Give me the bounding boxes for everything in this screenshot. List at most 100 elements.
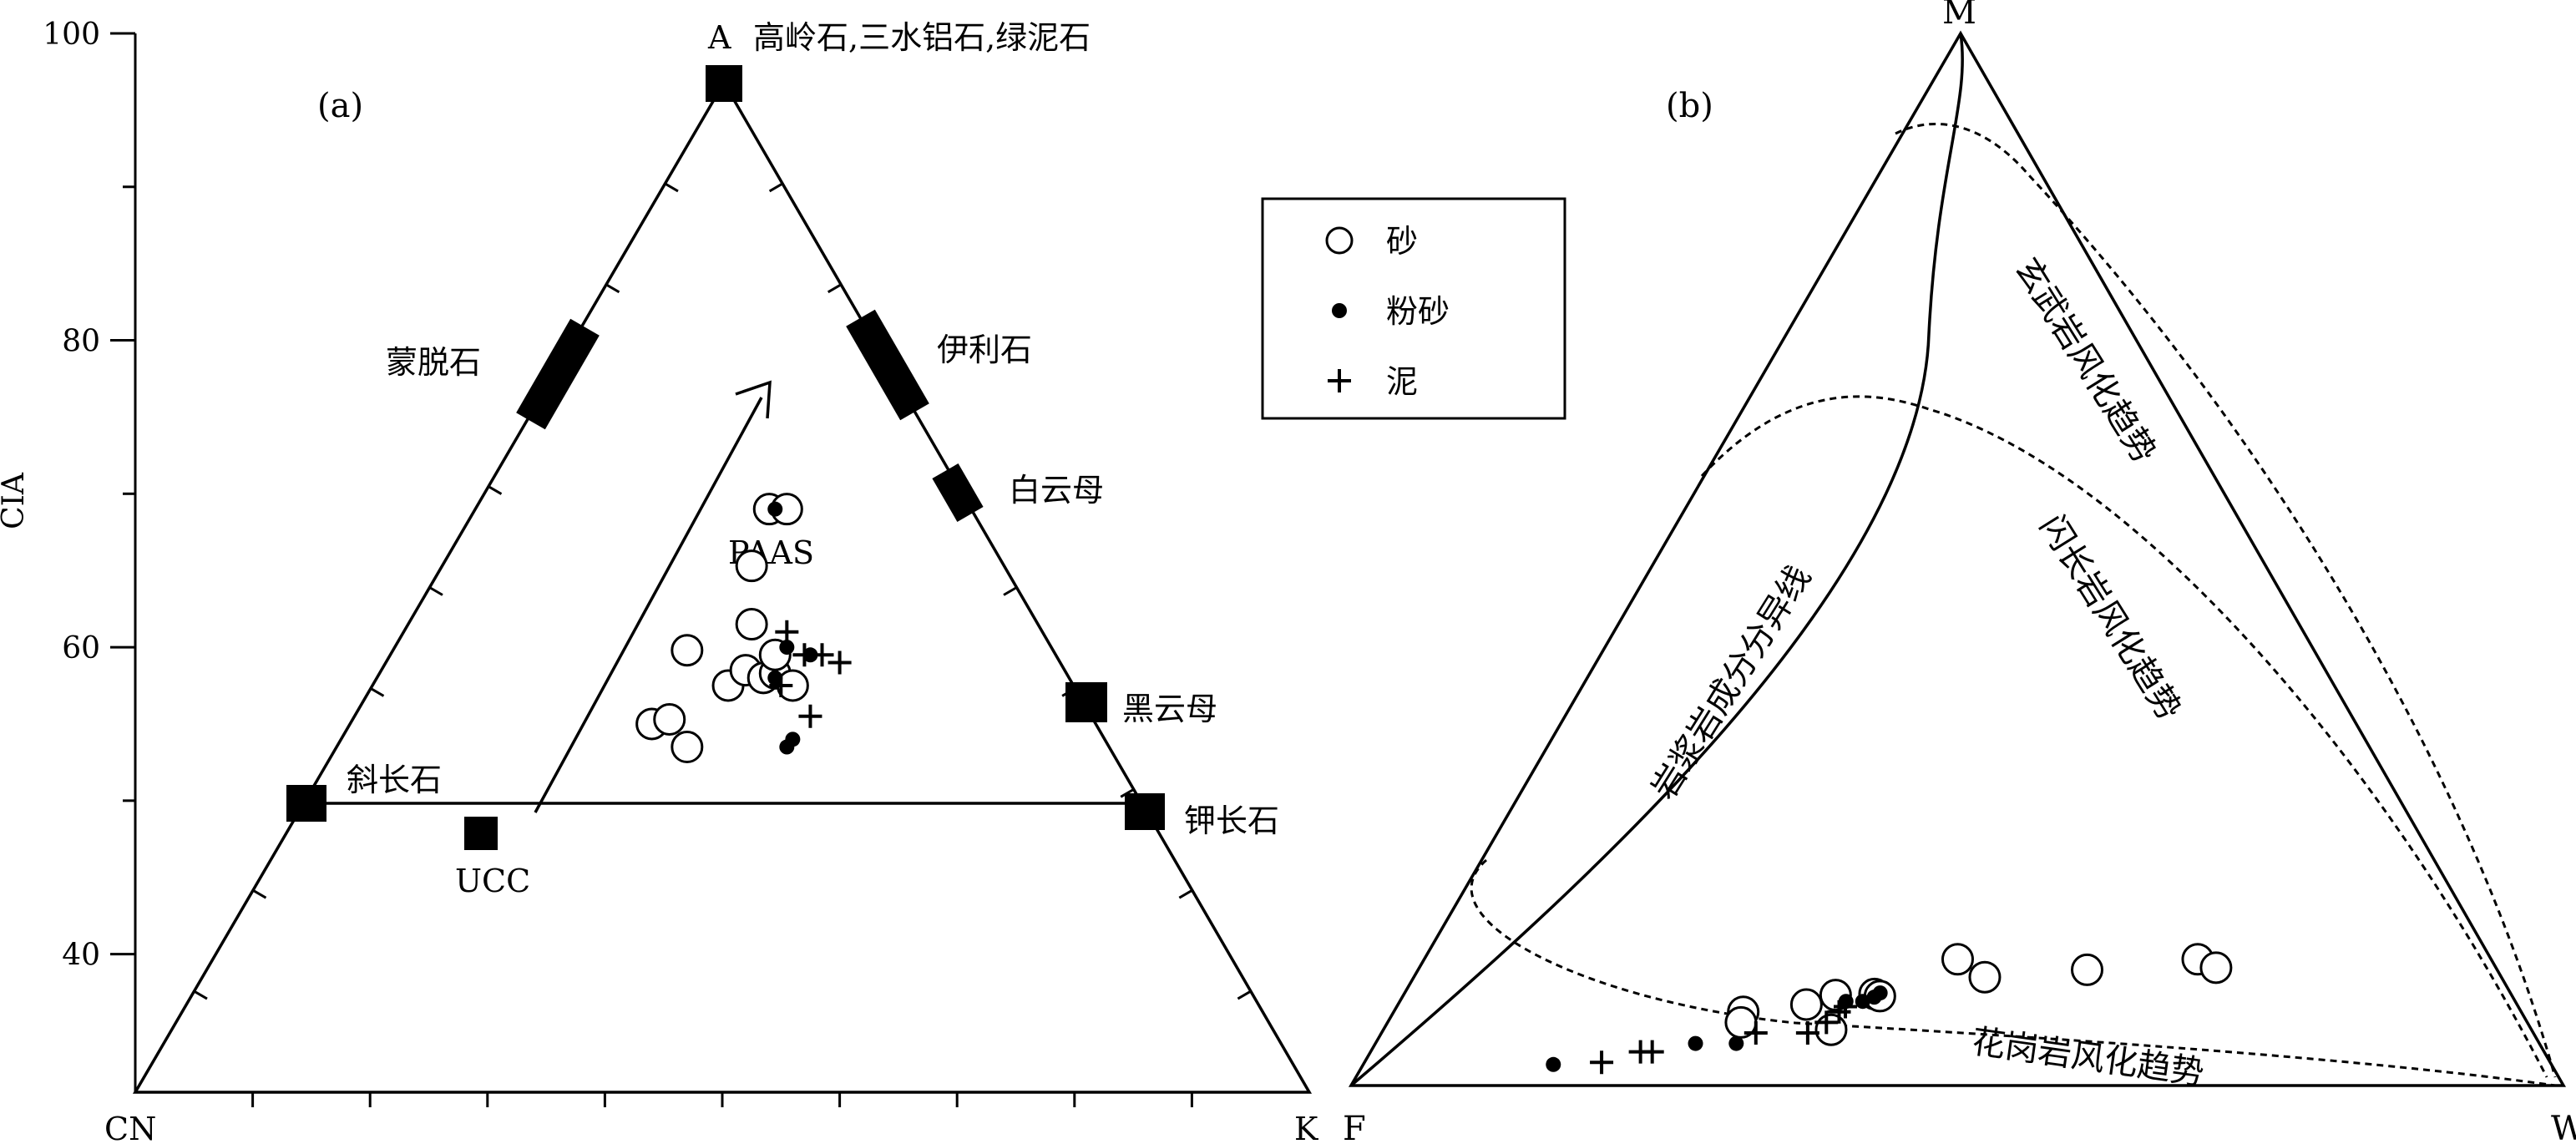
legend-box (1261, 197, 1566, 420)
a-point-dot-1 (779, 640, 795, 656)
vertex-label-cn: CN (104, 1111, 156, 1144)
a-point-dot-5 (779, 739, 795, 755)
cia-tick-label-80: 80 (62, 325, 100, 359)
b-point-plus-2 (1640, 1040, 1664, 1064)
cia-tick-label-100: 100 (43, 18, 100, 52)
legend: 砂 粉砂 泥 (1261, 197, 1566, 420)
biotite-marker (1065, 682, 1107, 722)
a-point-circle-2 (735, 549, 768, 583)
b-point-circle-2 (1789, 988, 1823, 1021)
vertex-label-k: K (1294, 1111, 1318, 1144)
vertex-label-a-minerals: 高岭石,三水铝石,绿泥石 (753, 19, 1091, 56)
cia-tick-label-40: 40 (62, 939, 100, 973)
b-point-circle-8 (1968, 960, 2002, 994)
b-point-plus-7 (1833, 995, 1857, 1019)
illite-label: 伊利石 (937, 332, 1032, 368)
right-edge-tick-1 (1237, 990, 1252, 1000)
weathering-trend-arrow (534, 397, 763, 813)
a-point-plus-5 (798, 704, 822, 728)
legend-label-silt: 粉砂 (1386, 293, 1450, 330)
muscovite-marker (932, 463, 984, 522)
left-edge-tick-8 (605, 283, 620, 294)
a-point-plus-0 (775, 620, 799, 644)
k-feldspar-label: 钾长石 (1184, 802, 1279, 839)
illite-marker (846, 309, 929, 421)
basalt-curve-label: 玄武岩风化趋势 (2007, 251, 2164, 470)
right-edge-tick-9 (768, 182, 783, 193)
b-point-circle-4 (1814, 1013, 1848, 1046)
montmorillonite-label: 蒙脱石 (386, 344, 481, 381)
cia-tick-label-60: 60 (62, 631, 100, 666)
kaolinite-marker (706, 65, 742, 102)
panel-a-points (635, 493, 852, 764)
b-point-plus-0 (1590, 1050, 1614, 1075)
right-edge-tick-5 (1003, 586, 1018, 596)
muscovite-label: 白云母 (1009, 472, 1104, 509)
a-point-circle-11 (653, 702, 686, 736)
a-point-circle-12 (671, 731, 704, 764)
a-point-plus-2 (810, 643, 834, 667)
legend-label-mud: 泥 (1386, 363, 1418, 400)
legend-marker-sand (1325, 226, 1354, 255)
a-point-plus-4 (769, 674, 793, 698)
left-edge-tick-1 (193, 990, 208, 1000)
panel-b-points (1546, 943, 2233, 1075)
a-point-circle-3 (735, 608, 768, 641)
granite-weathering-trend (1470, 858, 2556, 1087)
b-point-dot-4 (1855, 994, 1870, 1010)
f-m-w-triangle (1348, 30, 2567, 1087)
b-point-circle-11 (2199, 951, 2233, 985)
cia-axis-label: CIA (0, 472, 31, 529)
right-edge-tick-3 (1120, 788, 1135, 798)
panel-label-b: (b) (1666, 87, 1713, 125)
k-feldspar-marker (1125, 793, 1165, 830)
panel-a: 40 60 80 100 CIA A 高岭石,三水铝石,绿泥石 CN K (a) 蒙脱… (0, 18, 1318, 1144)
left-edge-tick-2 (252, 888, 267, 899)
b-point-dot-2 (1728, 1035, 1744, 1051)
boundary-curve-label: 岩浆岩成分分异线 (1644, 559, 1819, 807)
b-point-dot-1 (1688, 1035, 1703, 1051)
legend-label-sand: 砂 (1386, 223, 1418, 260)
right-edge-tick-8 (827, 283, 842, 294)
triangle-edge-ticks (193, 182, 1252, 1107)
panel-b: M F W (b) 岩浆岩成分分异线 玄武岩风化趋势 闪长岩风化趋势 花岗岩风化… (1343, 0, 2576, 1144)
panel-label-a: (a) (317, 87, 363, 125)
granite-curve-label: 花岗岩风化趋势 (1970, 1022, 2207, 1093)
b-point-plus-3 (1743, 1021, 1768, 1045)
b-point-plus-5 (1814, 1010, 1839, 1035)
ucc-label: UCC (455, 863, 530, 899)
weathering-trend-arrowhead (735, 380, 772, 419)
basalt-weathering-trend (1895, 123, 2557, 1078)
vertex-label-m: M (1942, 0, 1976, 32)
montmorillonite-marker (516, 318, 600, 430)
igneous-differentiation-line (1349, 33, 1964, 1087)
right-edge-tick-2 (1178, 888, 1193, 899)
left-edge-tick-6 (488, 485, 503, 495)
vertex-label-a: A (707, 19, 731, 56)
vertex-label-w: W (2551, 1110, 2576, 1144)
diorite-weathering-trend (1700, 395, 2548, 1078)
a-point-plus-3 (827, 650, 852, 675)
left-edge-tick-5 (428, 586, 443, 596)
a-point-dot-3 (767, 670, 783, 686)
b-point-dot-0 (1546, 1056, 1561, 1072)
vertex-label-f: F (1343, 1110, 1366, 1144)
b-point-circle-9 (2071, 953, 2104, 986)
plagioclase-marker (286, 785, 326, 822)
cia-axis-ticks: 40 60 80 100 (43, 18, 135, 973)
left-edge-tick-9 (664, 182, 679, 193)
legend-marker-silt (1332, 303, 1347, 318)
ucc-marker (464, 817, 498, 850)
b-point-circle-7 (1941, 943, 1974, 976)
diorite-curve-label: 闪长岩风化趋势 (2032, 509, 2189, 727)
cn-a-k-triangle (132, 79, 1313, 1094)
b-point-dot-6 (1872, 985, 1888, 1001)
legend-marker-mud (1328, 369, 1351, 392)
biotite-label: 黑云母 (1122, 691, 1217, 727)
plagioclase-label: 斜长石 (347, 762, 442, 798)
a-point-dot-0 (767, 501, 783, 517)
b-point-plus-4 (1795, 1021, 1819, 1045)
left-edge-tick-4 (370, 687, 385, 697)
a-point-circle-4 (671, 634, 704, 667)
